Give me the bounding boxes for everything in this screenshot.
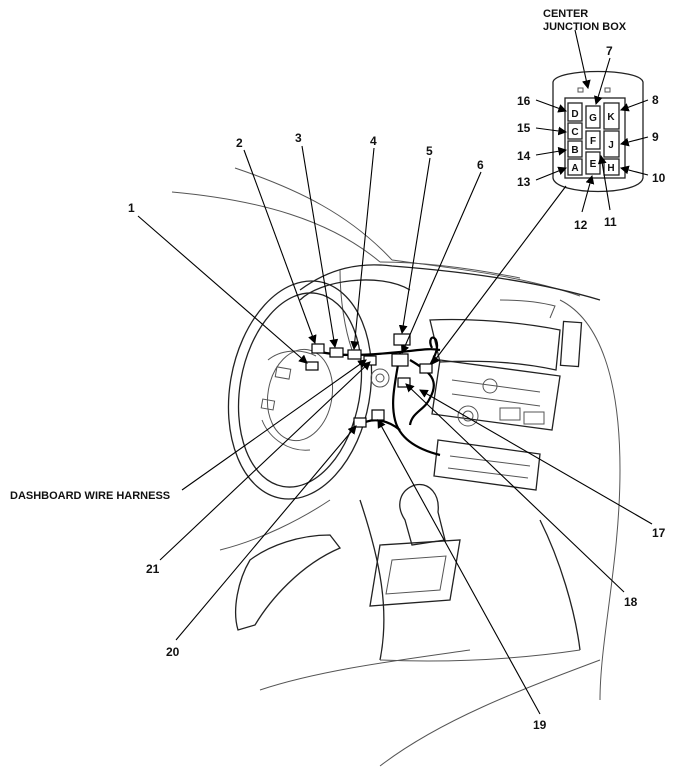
callout-leaders: [137, 145, 653, 715]
callout-19: 19: [533, 718, 547, 732]
center-junction-box: CENTER JUNCTION BOX D C B A G F E K J H: [431, 8, 649, 365]
callout-5: 5: [426, 144, 433, 158]
socket-K: K: [607, 112, 615, 123]
callout-14: 14: [517, 149, 531, 163]
callout-10: 10: [652, 171, 666, 185]
socket-J: J: [608, 140, 614, 151]
connectors: [305, 333, 433, 428]
connector-19: [371, 409, 385, 421]
callout-20: 20: [166, 645, 180, 659]
socket-E: E: [590, 159, 597, 170]
junction-box-title-line1: CENTER: [543, 8, 588, 20]
connector-17: [397, 377, 411, 388]
socket-F: F: [590, 136, 596, 147]
connector-4: [347, 349, 362, 360]
callout-3: 3: [295, 131, 302, 145]
callout-11: 11: [604, 215, 617, 229]
callout-18: 18: [624, 595, 638, 609]
connector-1: [305, 361, 319, 371]
callout-17: 17: [652, 526, 666, 540]
dashboard-outline: [171, 167, 621, 767]
connector-18: [419, 363, 433, 374]
callout-1: 1: [128, 201, 135, 215]
callout-6: 6: [477, 158, 484, 172]
callout-16: 16: [517, 94, 531, 108]
callout-4: 4: [370, 134, 377, 148]
socket-D: D: [571, 109, 578, 120]
callout-15: 15: [517, 121, 531, 135]
connector-2: [311, 343, 325, 354]
socket-H: H: [607, 163, 614, 174]
junction-box-title-line2: JUNCTION BOX: [543, 21, 627, 33]
connector-3: [329, 347, 344, 358]
callout-21: 21: [146, 562, 160, 576]
socket-C: C: [571, 127, 578, 138]
connector-6: [391, 353, 409, 367]
callout-7: 7: [606, 44, 613, 58]
harness-label: DASHBOARD WIRE HARNESS: [10, 490, 170, 502]
callout-labels: 1 2 3 4 5 6 7 8 9 10 11 12 13 14 15 16 1…: [128, 44, 666, 732]
callout-9: 9: [652, 130, 659, 144]
socket-A: A: [571, 163, 578, 174]
socket-G: G: [589, 113, 597, 124]
callout-13: 13: [517, 175, 531, 189]
callout-12: 12: [574, 218, 588, 232]
callout-8: 8: [652, 93, 659, 107]
callout-2: 2: [236, 136, 243, 150]
connector-20: [353, 417, 367, 428]
socket-B: B: [571, 145, 578, 156]
